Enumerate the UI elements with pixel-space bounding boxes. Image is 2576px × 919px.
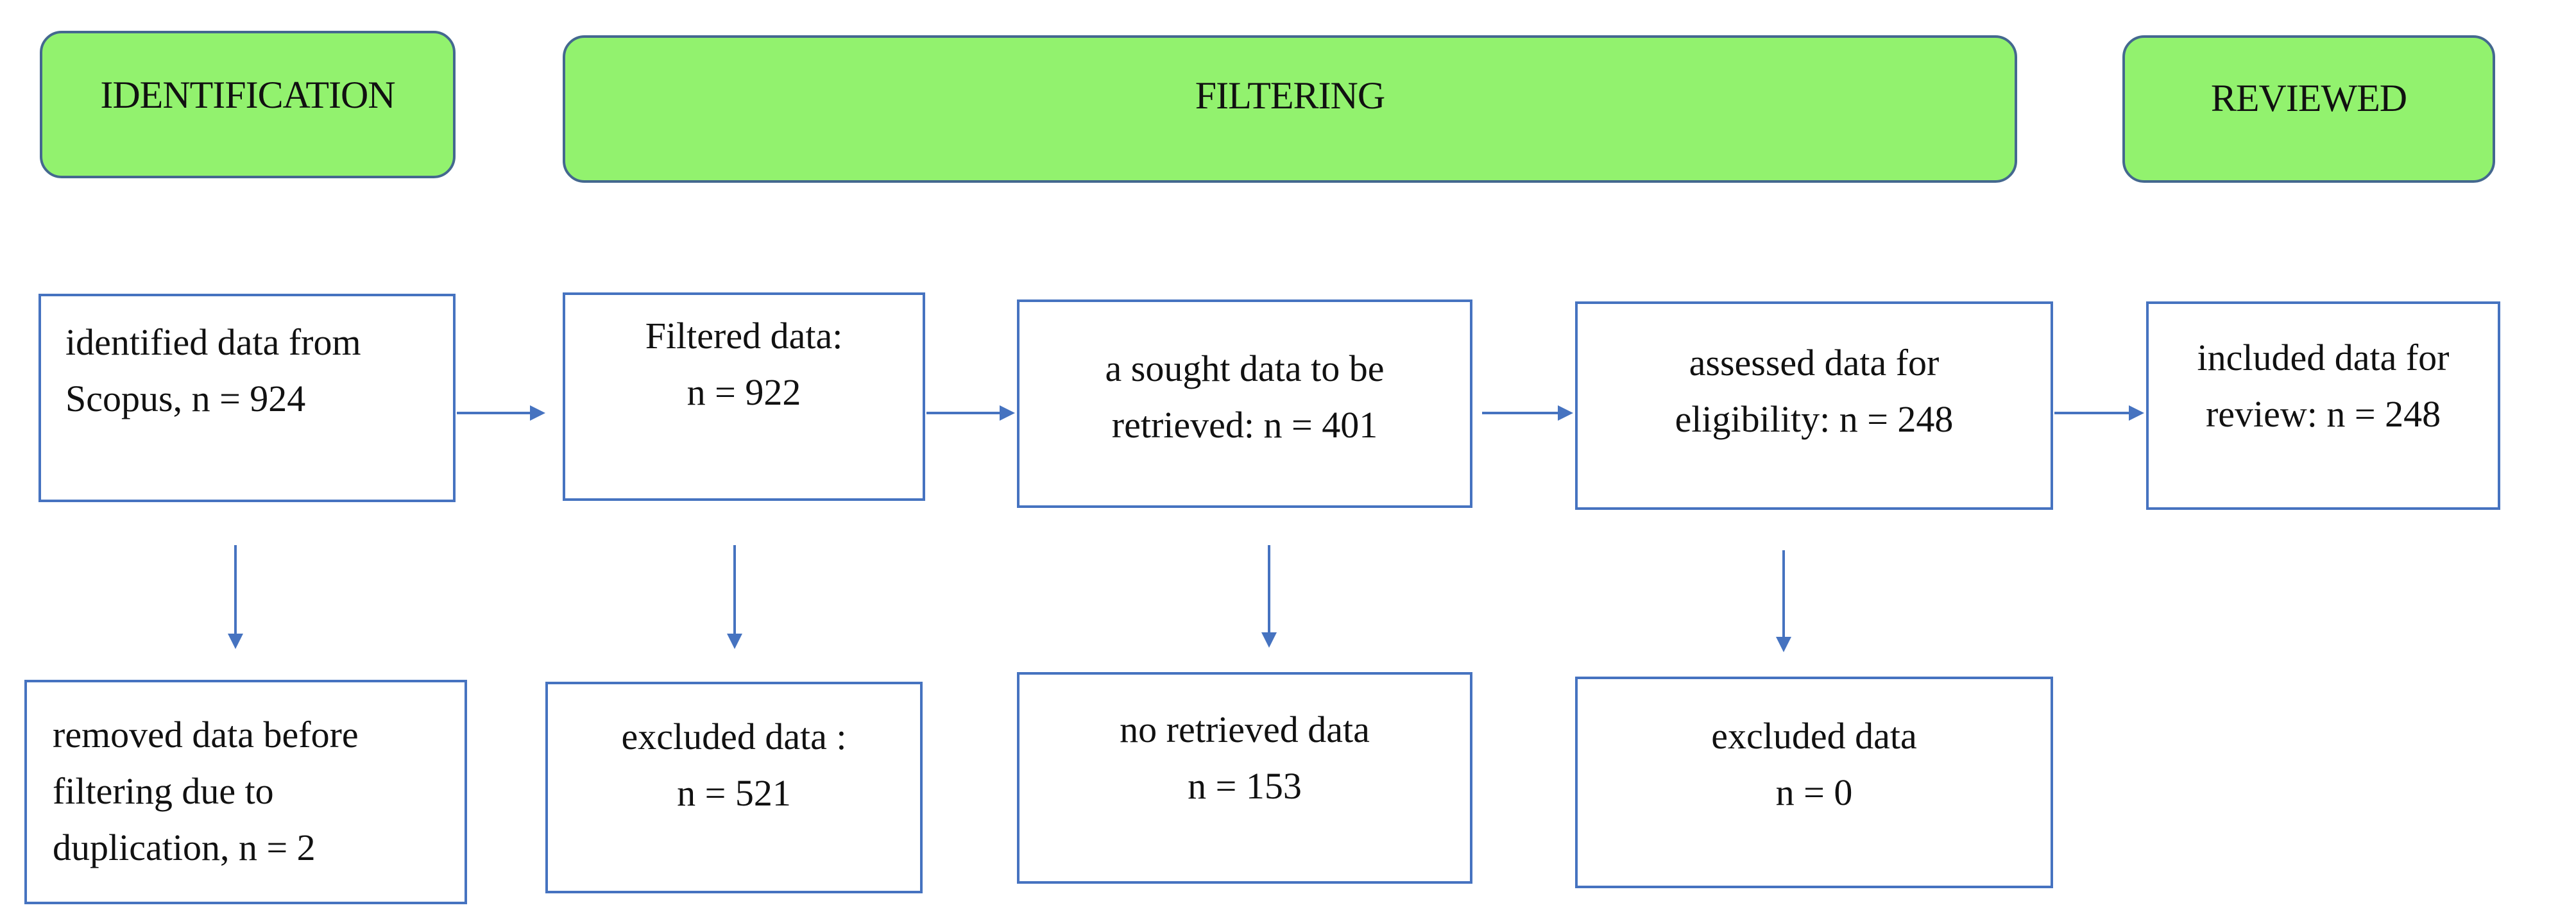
phase-filtering: FILTERING xyxy=(563,35,2017,183)
not-retrieved-box: no retrieved data n = 153 xyxy=(1017,672,1472,884)
excluded-eligibility-box: excluded data n = 0 xyxy=(1575,677,2053,888)
phase-identification: IDENTIFICATION xyxy=(40,31,456,178)
filtered-line-1: Filtered data: xyxy=(645,315,843,357)
arrowhead-sought-to-not-retrieved xyxy=(1261,632,1277,648)
not-retrieved-line-1: no retrieved data xyxy=(1120,709,1370,750)
sought-line-1: a sought data to be xyxy=(1105,348,1385,389)
phase-filtering-label: FILTERING xyxy=(1195,74,1385,117)
filtered-line-2: n = 922 xyxy=(687,371,801,413)
removed-line-2: filtering due to xyxy=(53,770,274,812)
excluded-filtering-box: excluded data : n = 521 xyxy=(545,682,923,893)
assessed-line-2: eligibility: n = 248 xyxy=(1675,398,1954,440)
arrowhead-filtered-to-excluded xyxy=(727,634,742,649)
included-line-2: review: n = 248 xyxy=(2205,393,2441,435)
arrowhead-assessed-to-excluded xyxy=(1776,637,1791,652)
identified-line-2: Scopus, n = 924 xyxy=(65,378,306,419)
arrowhead-assessed-to-included xyxy=(2129,405,2144,421)
phase-reviewed-label: REVIEWED xyxy=(2210,77,2407,119)
excluded-filter-line-1: excluded data : xyxy=(621,716,847,757)
sought-line-2: retrieved: n = 401 xyxy=(1111,404,1378,446)
excluded-eligibility-line-1: excluded data xyxy=(1711,715,1917,757)
arrowhead-identified-to-filtered xyxy=(530,405,545,421)
removed-line-1: removed data before xyxy=(53,714,359,755)
arrowhead-filtered-to-sought xyxy=(1000,405,1015,421)
removed-line-3: duplication, n = 2 xyxy=(53,827,316,868)
removed-duplicates-box: removed data before filtering due to dup… xyxy=(24,680,467,904)
sought-retrieval-box: a sought data to be retrieved: n = 401 xyxy=(1017,299,1472,508)
arrowhead-identified-to-removed xyxy=(228,634,243,649)
identified-line-1: identified data from xyxy=(65,321,361,363)
assessed-eligibility-box: assessed data for eligibility: n = 248 xyxy=(1575,301,2053,510)
phase-identification-label: IDENTIFICATION xyxy=(100,74,395,116)
not-retrieved-line-2: n = 153 xyxy=(1188,765,1302,807)
assessed-line-1: assessed data for xyxy=(1689,342,1940,384)
excluded-eligibility-line-2: n = 0 xyxy=(1775,771,1853,813)
filtered-records-box: Filtered data: n = 922 xyxy=(563,292,925,501)
excluded-filter-line-2: n = 521 xyxy=(677,772,791,814)
included-review-box: included data for review: n = 248 xyxy=(2146,301,2500,510)
included-line-1: included data for xyxy=(2197,337,2450,378)
identified-records-box: identified data from Scopus, n = 924 xyxy=(38,294,456,502)
arrowhead-sought-to-assessed xyxy=(1558,405,1573,421)
phase-reviewed: REVIEWED xyxy=(2122,35,2495,183)
